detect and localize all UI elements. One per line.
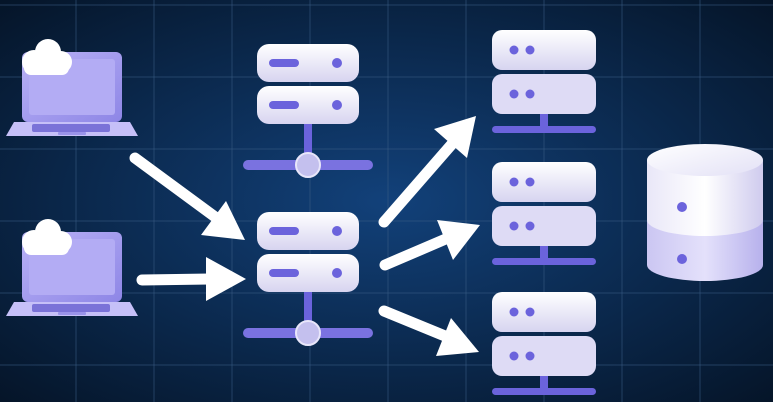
cloud-icon	[22, 39, 72, 75]
arrow-balancer-to-server1	[378, 116, 476, 228]
network-server-icon	[243, 44, 373, 178]
upstream-server	[243, 44, 373, 178]
database	[647, 144, 763, 281]
arrow-balancer-to-server3	[378, 305, 479, 356]
client-laptop-2	[6, 219, 138, 316]
arrow-client2-to-balancer	[136, 257, 246, 301]
database-cylinder-icon	[647, 144, 763, 281]
arrows	[129, 116, 480, 356]
server-icon	[492, 292, 596, 395]
server-icon	[492, 30, 596, 133]
laptop-cloud-icon	[6, 39, 138, 136]
laptop-cloud-icon	[6, 219, 138, 316]
arrow-balancer-to-server2	[379, 220, 480, 271]
arrow-client1-to-balancer	[129, 152, 245, 240]
server-icon	[492, 162, 596, 265]
load-balancer-server	[243, 212, 373, 346]
network-server-icon	[243, 212, 373, 346]
cloud-icon	[22, 219, 72, 255]
client-laptop-1	[6, 39, 138, 136]
backend-server-3	[492, 292, 596, 395]
backend-server-1	[492, 30, 596, 133]
backend-server-2	[492, 162, 596, 265]
